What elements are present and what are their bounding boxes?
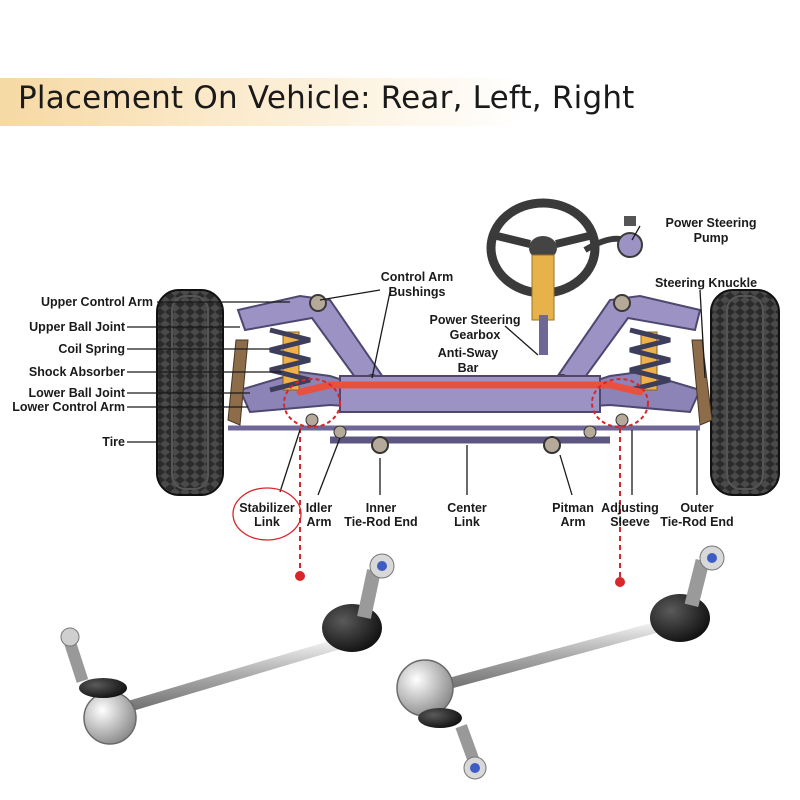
tire-right [710, 289, 780, 496]
label-lower-ball-joint: Lower Ball Joint [28, 386, 125, 400]
label-idler-arm-2: Arm [306, 515, 331, 529]
stabilizer-link-product-right [396, 545, 725, 780]
label-inner-tie-rod-end-2: Tie-Rod End [344, 515, 417, 529]
label-anti-sway-bar-1: Anti-Sway [438, 346, 498, 360]
label-control-arm-bushings-1: Control Arm [381, 270, 453, 284]
steering-knuckle-left [227, 339, 249, 426]
label-anti-sway-bar-2: Bar [458, 361, 479, 375]
leader-lines [127, 225, 706, 496]
label-adjusting-sleeve-1: Adjusting [601, 501, 659, 515]
label-tire: Tire [102, 435, 125, 449]
label-pitman-arm-1: Pitman [552, 501, 594, 515]
highlight-right [591, 378, 649, 428]
highlight-left [283, 378, 341, 428]
label-power-steering-pump-2: Pump [694, 231, 729, 245]
stabilizer-link-callout [232, 487, 302, 541]
steering-wheel [486, 198, 600, 355]
steering-knuckle-right [691, 339, 713, 426]
label-steering-knuckle: Steering Knuckle [655, 276, 757, 290]
label-outer-tie-rod-end-2: Tie-Rod End [660, 515, 733, 529]
crossmember [339, 375, 601, 413]
label-pitman-arm-2: Arm [560, 515, 585, 529]
pointer-dot-left [295, 571, 305, 581]
stabilizer-link-product-left [60, 553, 395, 745]
steering-linkage [228, 413, 700, 454]
label-power-steering-gearbox-2: Gearbox [450, 328, 501, 342]
label-center-link-2: Link [454, 515, 480, 529]
power-steering-pump [583, 216, 643, 258]
label-power-steering-pump-1: Power Steering [666, 216, 757, 230]
anti-sway-bar [296, 381, 644, 396]
label-outer-tie-rod-end-1: Outer [680, 501, 713, 515]
label-upper-control-arm: Upper Control Arm [41, 295, 153, 309]
label-inner-tie-rod-end-1: Inner [366, 501, 397, 515]
label-stabilizer-link-2: Link [254, 515, 280, 529]
label-lower-control-arm: Lower Control Arm [12, 400, 125, 414]
page-title: Placement On Vehicle: Rear, Left, Right [18, 80, 635, 116]
label-shock-absorber: Shock Absorber [29, 365, 125, 379]
pointer-dot-right [615, 577, 625, 587]
label-control-arm-bushings-2: Bushings [389, 285, 446, 299]
label-power-steering-gearbox-1: Power Steering [430, 313, 521, 327]
coil-spring-right [629, 327, 671, 393]
label-coil-spring: Coil Spring [58, 342, 125, 356]
label-idler-arm-1: Idler [306, 501, 333, 515]
label-center-link-1: Center [447, 501, 487, 515]
title-band [0, 78, 700, 126]
label-upper-ball-joint: Upper Ball Joint [29, 320, 126, 334]
label-stabilizer-link-1: Stabilizer [239, 501, 295, 515]
label-adjusting-sleeve-2: Sleeve [610, 515, 650, 529]
